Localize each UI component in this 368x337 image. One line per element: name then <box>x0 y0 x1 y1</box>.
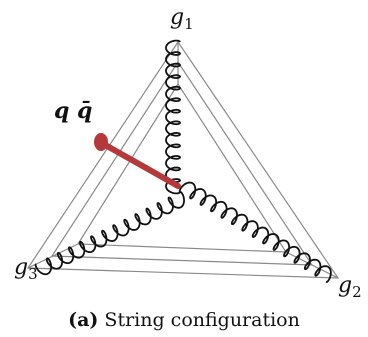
quark-endpoint <box>94 133 108 151</box>
label-g2: g2 <box>338 273 362 301</box>
outer-triangle <box>26 40 340 279</box>
label-qqbar: q q̄ <box>54 98 92 124</box>
qqbar-string <box>94 133 181 189</box>
gluon-coil-g3 <box>34 191 185 276</box>
gluon-coils <box>34 39 332 284</box>
qqbar-string-line <box>97 139 181 189</box>
inner-triangle <box>76 82 288 253</box>
triangle-lines <box>26 40 340 279</box>
gluon-coil-g1 <box>165 39 181 195</box>
middle-triangle <box>50 60 314 266</box>
gluon-coil-g2 <box>178 181 332 284</box>
figure-caption: (a)String configuration <box>68 309 300 331</box>
label-g3: g3 <box>14 255 38 283</box>
label-g1: g1 <box>170 5 194 33</box>
